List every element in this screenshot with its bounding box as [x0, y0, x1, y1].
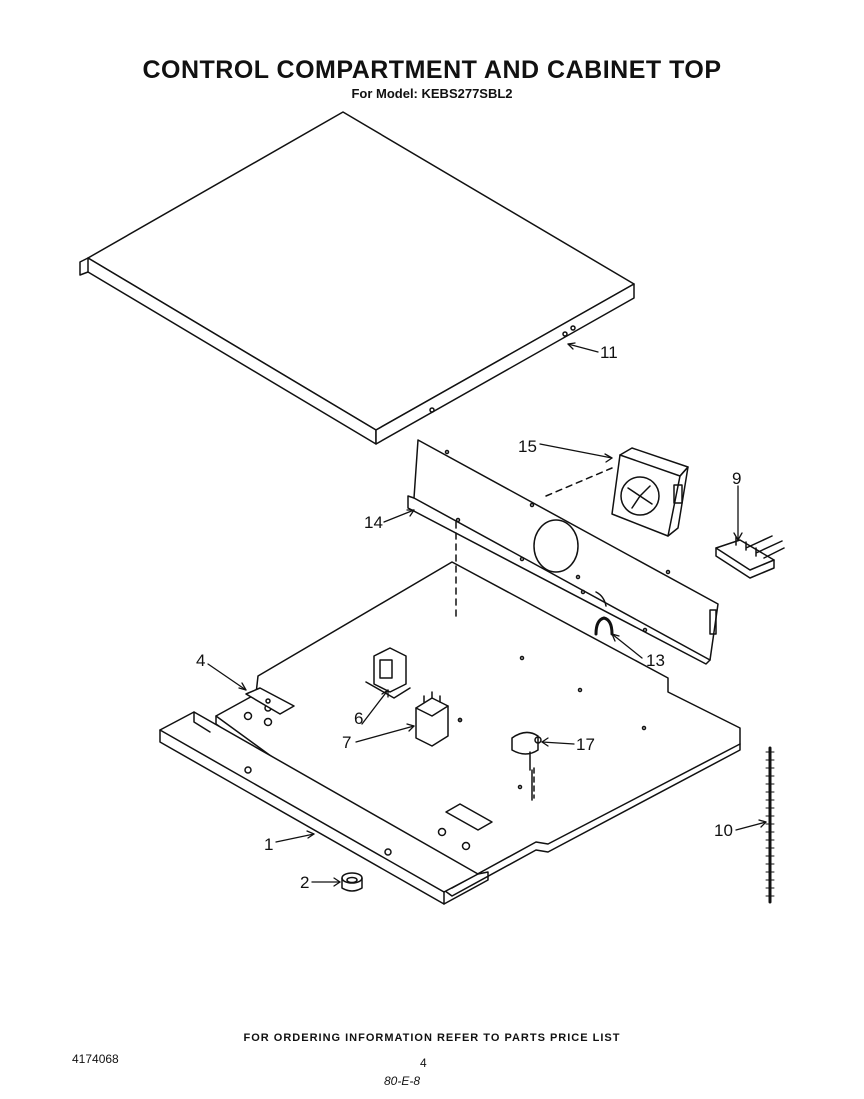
model-subtitle: For Model: KEBS277SBL2 — [351, 86, 513, 101]
callout-13: 13 — [646, 651, 665, 670]
front-trim-strip — [159, 711, 489, 905]
callout-14: 14 — [364, 513, 383, 532]
leveling-foot — [341, 872, 363, 892]
switch — [511, 731, 542, 801]
callout-11: 11 — [600, 343, 618, 362]
base-plate — [445, 803, 493, 831]
terminal-block — [715, 535, 785, 579]
callout-2: 2 — [300, 873, 309, 892]
callout-4: 4 — [196, 651, 205, 670]
transformer — [365, 647, 411, 699]
callout-1: 1 — [264, 835, 273, 854]
assembly-line — [545, 467, 613, 497]
relay — [415, 691, 463, 747]
ordering-note: FOR ORDERING INFORMATION REFER TO PARTS … — [243, 1032, 621, 1044]
cooling-fan — [611, 447, 689, 537]
callout-10: 10 — [714, 821, 733, 840]
small-bracket-4 — [245, 687, 295, 715]
page-title: CONTROL COMPARTMENT AND CABINET TOP — [142, 56, 722, 84]
leader-lines — [207, 342, 767, 887]
callout-15: 15 — [518, 437, 537, 456]
callout-17: 17 — [576, 735, 595, 754]
control-panel-bracket — [407, 439, 719, 665]
cabinet-top-panel — [79, 111, 635, 445]
callout-6: 6 — [354, 709, 363, 728]
page-number: 4 — [420, 1056, 427, 1070]
gasket-strip — [765, 746, 775, 904]
document-number: 4174068 — [72, 1052, 119, 1066]
grommet — [594, 616, 614, 636]
callout-7: 7 — [342, 733, 351, 752]
handwritten-date: 80-E-8 — [384, 1074, 421, 1088]
callout-9: 9 — [732, 469, 741, 488]
